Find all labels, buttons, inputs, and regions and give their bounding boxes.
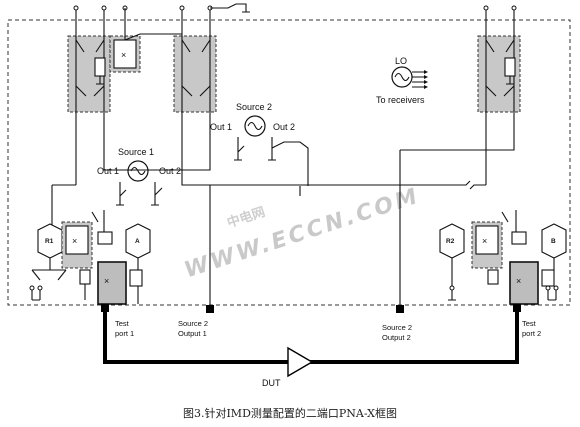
terminal <box>29 285 35 291</box>
dut-label: DUT <box>262 378 281 388</box>
ground-icon <box>506 76 514 85</box>
ground-icon <box>96 76 104 85</box>
mixer-x-icon: × <box>121 50 126 60</box>
switch-icon <box>485 39 515 97</box>
src2-output2-label-2: Output 2 <box>382 333 411 342</box>
source1-out1-label: Out 1 <box>97 166 119 176</box>
sine-wave-icon <box>394 72 410 82</box>
src2-output2-label-1: Source 2 <box>382 323 412 332</box>
mixer-x-icon: × <box>104 276 109 286</box>
receiver-left: R1 A × × <box>29 210 151 305</box>
src2-output1-label-1: Source 2 <box>178 319 208 328</box>
amplifier-triangle-icon <box>287 346 314 378</box>
switch-block-right <box>477 5 521 113</box>
coupler-box <box>65 225 89 255</box>
source2-out1-label: Out 1 <box>210 122 232 132</box>
switch-shade-middle <box>173 35 217 113</box>
test-port1-connector <box>101 304 109 312</box>
attenuator-icon <box>97 231 113 245</box>
receiver-r2-icon <box>439 223 465 259</box>
sine-wave-icon <box>247 121 263 131</box>
top-terminal <box>483 5 489 11</box>
source1-switch <box>154 187 163 196</box>
sine-wave-icon <box>130 166 146 176</box>
test-port1-label-2: port 1 <box>115 329 134 338</box>
mixer-x-icon: × <box>72 236 77 246</box>
source2-label: Source 2 <box>236 102 272 112</box>
switch-icon <box>181 39 211 97</box>
top-terminal <box>511 5 517 11</box>
terminal <box>545 285 551 291</box>
arrow-icon <box>424 70 428 89</box>
to-receivers-label: To receivers <box>376 95 425 105</box>
attenuator-icon <box>129 269 143 287</box>
watermark-cjk: 中电网 <box>225 204 267 231</box>
source2: Source 2 Out 1 Out 2 <box>210 102 309 186</box>
terminal <box>449 285 455 291</box>
r1-label: R1 <box>45 238 54 245</box>
wire-left-to-middle <box>124 33 182 41</box>
lo-source: LO To receivers <box>376 56 428 105</box>
a-label: A <box>135 238 140 245</box>
switch-block-left: × <box>67 5 141 113</box>
attenuator-icon <box>487 269 499 285</box>
r2-wire <box>448 258 456 301</box>
r2-label: R2 <box>446 238 455 245</box>
source2-out2-label: Out 2 <box>273 122 295 132</box>
receiver-a-icon <box>125 223 151 259</box>
wire <box>547 258 557 301</box>
instrument-boundary <box>7 19 571 306</box>
attenuator-icon <box>94 57 106 77</box>
switch-block-middle <box>124 3 250 113</box>
source2-output1-connector <box>206 305 214 313</box>
source1-label: Source 1 <box>118 147 154 157</box>
terminal <box>37 285 43 291</box>
src2-output1-label-2: Output 1 <box>178 329 207 338</box>
receiver-b-icon <box>541 223 567 259</box>
attenuator-icon <box>504 57 516 77</box>
terminal <box>553 285 559 291</box>
coupler-box <box>475 225 499 255</box>
figure-caption: 图3.针对IMD测量配置的二端口PNA-X框图 <box>182 407 398 420</box>
attenuator-icon <box>511 231 527 245</box>
source1-outputs <box>116 182 159 206</box>
source2-switch <box>271 141 309 186</box>
top-terminal <box>179 5 185 11</box>
source2-outputs <box>234 137 276 161</box>
source1: Source 1 Out 1 Out 2 <box>97 147 181 206</box>
top-switch-to-ground <box>210 3 250 13</box>
lo-label: LO <box>395 56 407 66</box>
top-terminal <box>73 5 79 11</box>
switch-mid-lines <box>181 8 211 112</box>
r1-switch <box>31 258 67 301</box>
b-label: B <box>551 238 556 245</box>
mixer-x-icon: × <box>482 236 487 246</box>
switch-icon <box>91 210 105 232</box>
test-port2-connector <box>513 304 521 312</box>
switch-icon <box>501 210 517 232</box>
receiver-right: R2 B × × <box>439 210 567 305</box>
switch-icon <box>75 39 105 97</box>
signal-drops <box>51 185 401 308</box>
test-port1-label-1: Test <box>115 319 130 328</box>
dut-cable <box>103 312 519 364</box>
test-port2-label-2: port 2 <box>522 329 541 338</box>
mixer-x-icon: × <box>516 276 521 286</box>
test-port2-coupler <box>509 261 539 305</box>
source1-out2-label: Out 2 <box>159 166 181 176</box>
lo-outputs <box>412 71 424 88</box>
top-terminal <box>101 5 107 11</box>
test-port2-label-1: Test <box>522 319 537 328</box>
signal-bus <box>52 112 515 190</box>
test-port1-coupler <box>97 261 127 305</box>
watermark-latin: WWW.ECCN.COM <box>181 184 423 284</box>
attenuator-icon <box>79 269 91 285</box>
source2-output2-connector <box>396 305 404 313</box>
attenuator-icon <box>541 269 555 287</box>
